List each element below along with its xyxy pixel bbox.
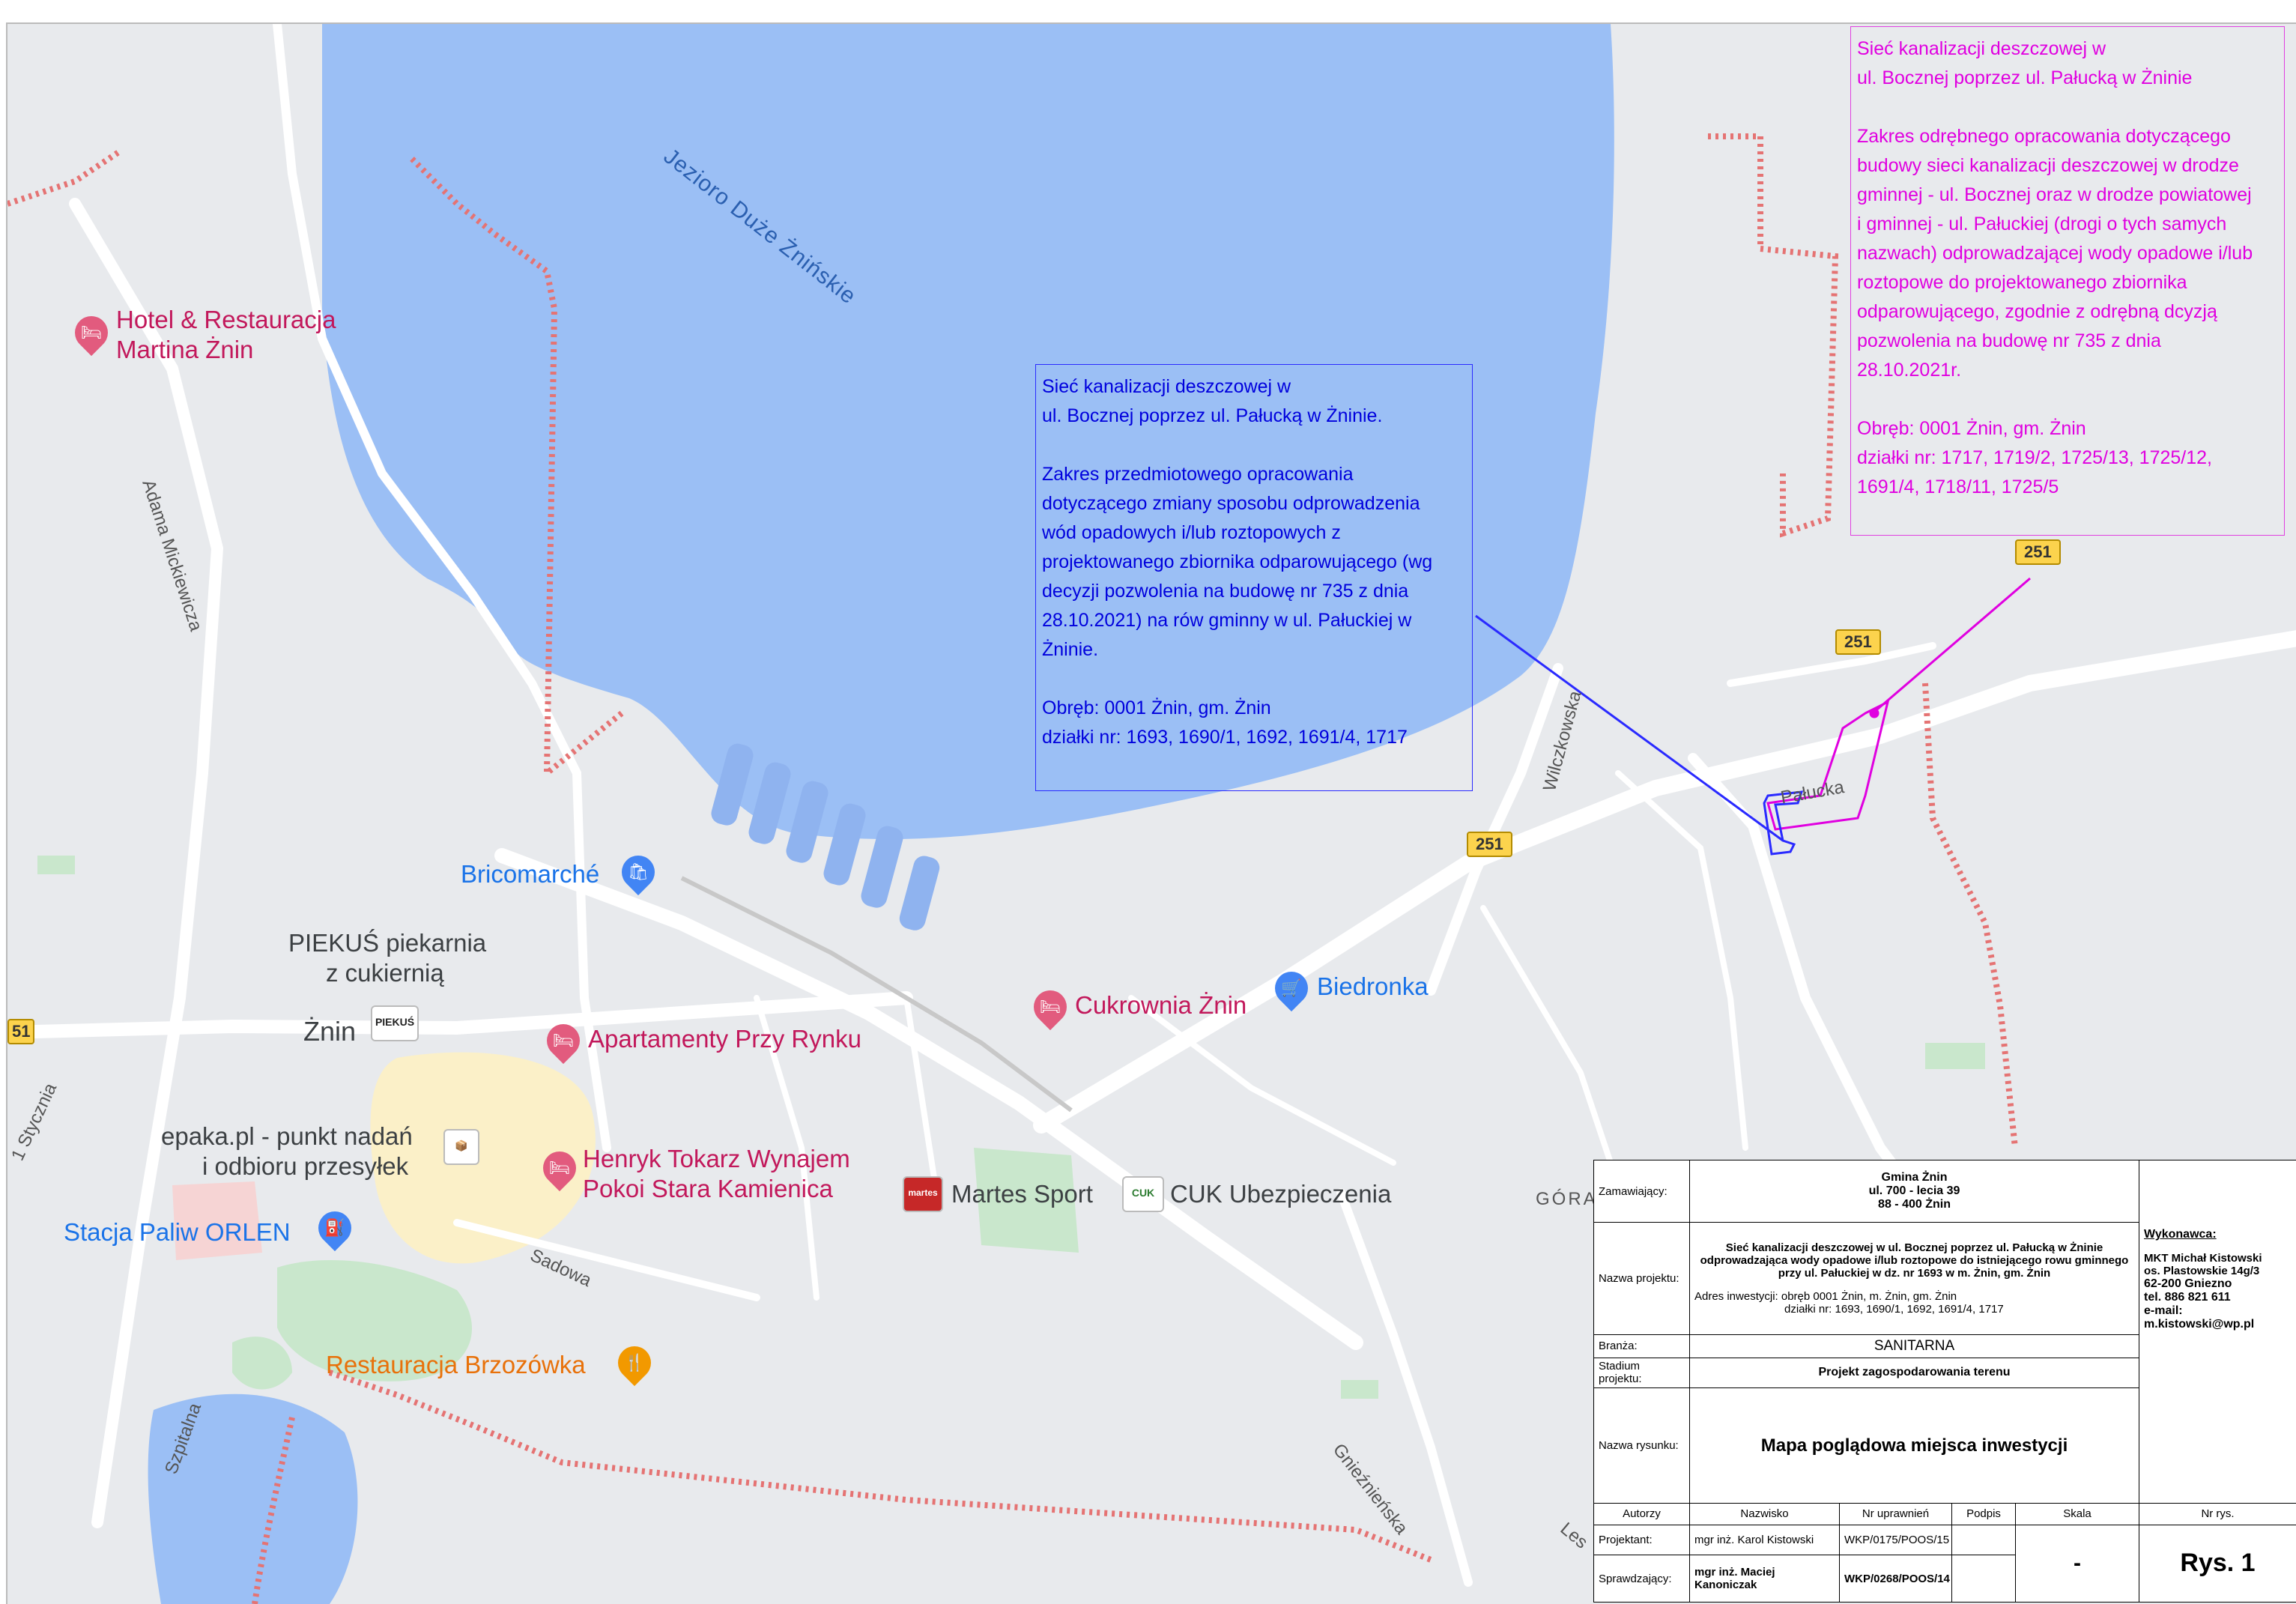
- projekt-title: Sieć kanalizacji deszczowej w ul. Boczne…: [1700, 1241, 2129, 1280]
- henryk-pin-icon[interactable]: 🛏: [536, 1144, 584, 1192]
- railway: [680, 876, 1073, 1113]
- nrrys-value: Rys. 1: [2139, 1524, 2296, 1603]
- col-nr: Nr uprawnień: [1839, 1503, 1952, 1525]
- orlen-area: [172, 1181, 262, 1260]
- adres-line1: Adres inwestycji: obręb 0001 Żnin, m. Żn…: [1694, 1290, 1957, 1304]
- branza-value: SANITARNA: [1688, 1334, 2140, 1358]
- label-projekt: Nazwa projektu:: [1593, 1222, 1690, 1336]
- poi-epaka-line2[interactable]: i odbioru przesyłek: [202, 1152, 409, 1180]
- poi-henryk-line2[interactable]: Pokoi Stara Kamienica: [583, 1175, 833, 1202]
- poi-epaka-line1[interactable]: epaka.pl - punkt nadań: [161, 1122, 413, 1150]
- hotel-pin-icon[interactable]: 🛏: [67, 309, 115, 357]
- restaurant-fork-icon[interactable]: 🍴: [611, 1339, 658, 1387]
- skala-value: -: [2014, 1524, 2140, 1603]
- zamawiajacy-addr1: ul. 700 - lecia 39: [1868, 1184, 1960, 1198]
- map-canvas[interactable]: [7, 24, 2296, 1604]
- label-rysunek: Nazwa rysunku:: [1593, 1387, 1690, 1504]
- district-gora: GÓRA: [1536, 1189, 1598, 1209]
- road-shield-251-a: 251: [2015, 539, 2061, 565]
- sprawdzajacy-label: Sprawdzający:: [1593, 1555, 1690, 1603]
- bricomarche-shop-icon[interactable]: 🛍: [614, 848, 662, 896]
- poi-bricomarche[interactable]: Bricomarché: [461, 860, 600, 888]
- investment-area-blue: [1475, 614, 1804, 856]
- epaka-logo-icon[interactable]: 📦: [443, 1129, 479, 1165]
- rysunek-value: Mapa poglądowa miejsca inwestycji: [1688, 1387, 2140, 1504]
- biedronka-cart-icon[interactable]: 🛒: [1267, 964, 1315, 1012]
- projekt-cell: Sieć kanalizacji deszczowej w ul. Boczne…: [1688, 1222, 2140, 1336]
- poi-apartamenty[interactable]: Apartamenty Przy Rynku: [588, 1025, 861, 1053]
- map-frame: Jezioro Duże Żnińskie Adama Mickiewicza …: [6, 22, 2296, 1604]
- wykonawca-email: e-mail: m.kistowski@wp.pl: [2144, 1304, 2255, 1331]
- col-nrrys: Nr rys.: [2139, 1503, 2296, 1525]
- adres-line2: działki nr: 1693, 1690/1, 1692, 1691/4, …: [1784, 1303, 2004, 1316]
- sprawdzajacy-podpis: [1951, 1555, 2016, 1603]
- lake-small: [148, 1393, 358, 1604]
- col-nazwisko: Nazwisko: [1689, 1503, 1840, 1525]
- label-zamawiajacy: Zamawiający:: [1593, 1159, 1690, 1223]
- poi-cukrownia[interactable]: Cukrownia Żnin: [1075, 991, 1247, 1019]
- wykonawca-addr2: 62-200 Gniezno: [2144, 1277, 2232, 1290]
- note-scope-magenta: Sieć kanalizacji deszczowej w ul. Boczne…: [1850, 26, 2285, 536]
- poi-brzozowka[interactable]: Restauracja Brzozówka: [326, 1351, 586, 1378]
- wykonawca-tel: tel. 886 821 611: [2144, 1291, 2231, 1304]
- stadium-value: Projekt zagospodarowania terenu: [1688, 1357, 2140, 1389]
- apartamenty-pin-icon[interactable]: 🛏: [539, 1017, 587, 1065]
- projektant-nr: WKP/0175/POOS/15: [1839, 1524, 1952, 1556]
- city-boundary: [7, 133, 2018, 1604]
- label-stadium: Stadium projektu:: [1593, 1357, 1690, 1389]
- poi-orlen[interactable]: Stacja Paliw ORLEN: [64, 1218, 291, 1246]
- wykonawca-cell: Wykonawca: MKT Michał Kistowski os. Plas…: [2139, 1159, 2296, 1504]
- martes-logo-icon[interactable]: martes: [903, 1176, 943, 1212]
- poi-biedronka[interactable]: Biedronka: [1317, 972, 1429, 1000]
- poi-cuk[interactable]: CUK Ubezpieczenia: [1170, 1180, 1392, 1208]
- wykonawca-addr1: os. Plastowskie 14g/3: [2144, 1265, 2260, 1277]
- poi-martes[interactable]: Martes Sport: [951, 1180, 1093, 1208]
- poi-piekus-line1[interactable]: PIEKUŚ piekarnia: [288, 929, 487, 957]
- col-skala: Skala: [2014, 1503, 2140, 1525]
- col-podpis: Podpis: [1951, 1503, 2016, 1525]
- label-branza: Branża:: [1593, 1334, 1690, 1358]
- col-autorzy: Autorzy: [1593, 1503, 1690, 1525]
- marina-shapes: [711, 743, 940, 930]
- wykonawca-label: Wykonawca:: [2144, 1228, 2217, 1241]
- zamawiajacy-name: Gmina Żnin: [1881, 1171, 1948, 1184]
- road-shield-251-b: 251: [1835, 629, 1881, 655]
- sprawdzajacy-name: mgr inż. Maciej Kanoniczak: [1689, 1555, 1840, 1603]
- old-town-area: [370, 1052, 596, 1264]
- piekus-logo-icon[interactable]: PIEKUŚ: [371, 1005, 419, 1041]
- lake-duze-zninskie: [322, 24, 1614, 840]
- note-scope-blue: Sieć kanalizacji deszczowej w ul. Boczne…: [1035, 364, 1473, 791]
- poi-hotel-line2[interactable]: Martina Żnin: [116, 336, 254, 363]
- projektant-label: Projektant:: [1593, 1524, 1690, 1556]
- zamawiajacy-cell: Gmina Żnin ul. 700 - lecia 39 88 - 400 Ż…: [1688, 1159, 2140, 1223]
- projektant-podpis: [1951, 1524, 2016, 1556]
- fuel-pin-icon[interactable]: ⛽: [311, 1204, 359, 1252]
- road-shield-251-c: 251: [1467, 832, 1512, 857]
- cuk-logo-icon[interactable]: CUK: [1122, 1176, 1164, 1212]
- wykonawca-name: MKT Michał Kistowski: [2144, 1252, 2262, 1265]
- title-block: Zamawiający: Gmina Żnin ul. 700 - lecia …: [1593, 1159, 2296, 1603]
- poi-piekus-line2[interactable]: z cukiernią: [326, 959, 444, 987]
- poi-henryk-line1[interactable]: Henryk Tokarz Wynajem: [583, 1145, 850, 1172]
- poi-hotel-line1[interactable]: Hotel & Restauracja: [116, 306, 336, 333]
- green-areas: [37, 856, 1985, 1399]
- zamawiajacy-addr2: 88 - 400 Żnin: [1878, 1198, 1951, 1211]
- sprawdzajacy-nr: WKP/0268/POOS/14: [1839, 1555, 1952, 1603]
- cukrownia-pin-icon[interactable]: 🛏: [1026, 983, 1074, 1031]
- projektant-name: mgr inż. Karol Kistowski: [1689, 1524, 1840, 1556]
- investment-area-magenta: [1766, 577, 2031, 831]
- road-shield-51: 51: [7, 1019, 35, 1044]
- city-label: Żnin: [303, 1016, 357, 1047]
